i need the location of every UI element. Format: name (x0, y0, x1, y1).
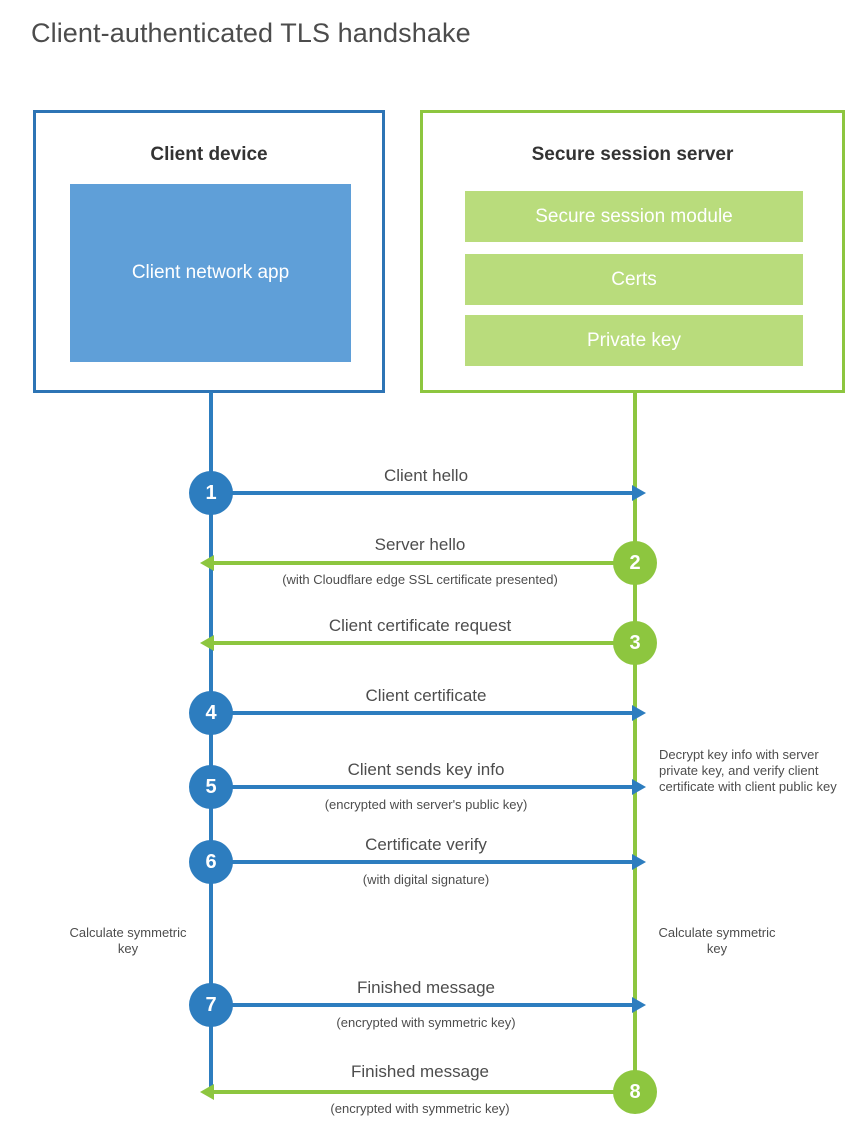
step-6-sublabel: (with digital signature) (362, 872, 490, 887)
step-1-badge[interactable]: 1 (189, 471, 233, 515)
step-2-label: Server hello (374, 535, 466, 554)
arrow-head-right-icon (632, 779, 646, 795)
step-4-label: Client certificate (365, 686, 487, 705)
step-1-arrow (211, 485, 646, 501)
step-8-badge[interactable]: 8 (613, 1070, 657, 1114)
client-device-panel: Client device Client network app (33, 110, 385, 393)
step-8-arrow (200, 1084, 633, 1100)
step-5-arrow (211, 779, 646, 795)
step-6-label: Certificate verify (365, 835, 487, 854)
server-lifeline (633, 392, 637, 1093)
step-4-arrow (211, 705, 646, 721)
arrow-head-left-icon (200, 635, 214, 651)
step-2-arrow (200, 555, 633, 571)
step-4-badge[interactable]: 4 (189, 691, 233, 735)
step-1-label: Client hello (383, 466, 469, 485)
server-component-secure-session-module: Secure session module (465, 191, 803, 242)
step-5-label: Client sends key info (347, 760, 505, 779)
step-7-label: Finished message (357, 978, 495, 997)
arrow-head-right-icon (632, 997, 646, 1013)
client-network-app-block: Client network app (70, 184, 351, 362)
arrow-head-left-icon (200, 1084, 214, 1100)
step-8-sublabel: (encrypted with symmetric key) (330, 1101, 510, 1116)
server-calculate-symmetric-key-note: Calculate symmetric key (658, 925, 776, 956)
step-3-arrow (200, 635, 633, 651)
step-3-label: Client certificate request (328, 616, 512, 635)
step-3-badge[interactable]: 3 (613, 621, 657, 665)
step-2-sublabel: (with Cloudflare edge SSL certificate pr… (282, 572, 558, 587)
page-title: Client-authenticated TLS handshake (31, 18, 471, 48)
arrow-head-right-icon (632, 705, 646, 721)
step-7-sublabel: (encrypted with symmetric key) (336, 1015, 516, 1030)
arrow-head-left-icon (200, 555, 214, 571)
secure-session-server-panel: Secure session server Secure session mod… (420, 110, 845, 393)
server-decrypt-annotation: Decrypt key info with server private key… (659, 747, 837, 794)
client-calculate-symmetric-key-note: Calculate symmetric key (69, 925, 187, 956)
step-8-label: Finished message (351, 1062, 489, 1081)
secure-session-server-heading: Secure session server (531, 144, 734, 165)
step-7-arrow (211, 997, 646, 1013)
server-component-certs: Certs (465, 254, 803, 305)
step-2-badge[interactable]: 2 (613, 541, 657, 585)
server-component-private-key: Private key (465, 315, 803, 366)
client-lifeline (209, 392, 213, 1095)
client-device-heading: Client device (150, 144, 268, 165)
step-5-sublabel: (encrypted with server's public key) (324, 797, 528, 812)
step-7-badge[interactable]: 7 (189, 983, 233, 1027)
step-5-badge[interactable]: 5 (189, 765, 233, 809)
arrow-head-right-icon (632, 485, 646, 501)
step-6-arrow (211, 854, 646, 870)
arrow-head-right-icon (632, 854, 646, 870)
step-6-badge[interactable]: 6 (189, 840, 233, 884)
